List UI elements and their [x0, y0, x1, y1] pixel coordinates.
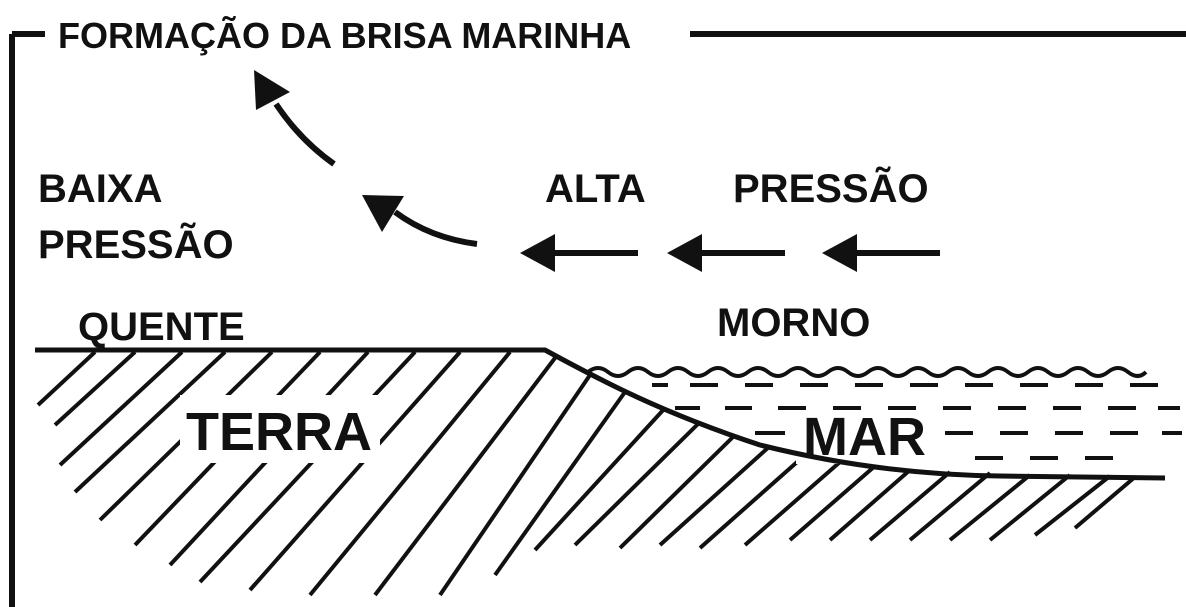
- sea-label: MAR: [803, 407, 926, 467]
- diagram-title: FORMAÇÃO DA BRISA MARINHA: [58, 14, 631, 56]
- arrow-left-icon: [822, 234, 940, 272]
- low-pressure-label-line1: BAIXA: [38, 167, 162, 211]
- arrow-left-icon: [667, 234, 785, 272]
- land-hatching: [36, 350, 1137, 597]
- warm-label: MORNO: [717, 301, 870, 345]
- low-pressure-label-line2: PRESSÃO: [38, 221, 234, 267]
- diagram-frame: [9, 31, 1186, 607]
- sea-water-dashes: [652, 383, 1182, 460]
- arrow-left-icon: [520, 234, 638, 272]
- land-label: TERRA: [186, 402, 372, 462]
- ground-surface-line: [35, 347, 1166, 481]
- pressure-label: PRESSÃO: [733, 165, 929, 211]
- curved-arrow-up-left-icon: [254, 70, 336, 167]
- hot-label: QUENTE: [78, 305, 245, 349]
- high-label: ALTA: [545, 167, 646, 211]
- sea-surface-waves: [586, 366, 1148, 378]
- land-label-backdrop: [180, 395, 380, 463]
- curved-arrow-up-left-icon: [362, 195, 478, 247]
- sea-label-backdrop: [796, 402, 936, 464]
